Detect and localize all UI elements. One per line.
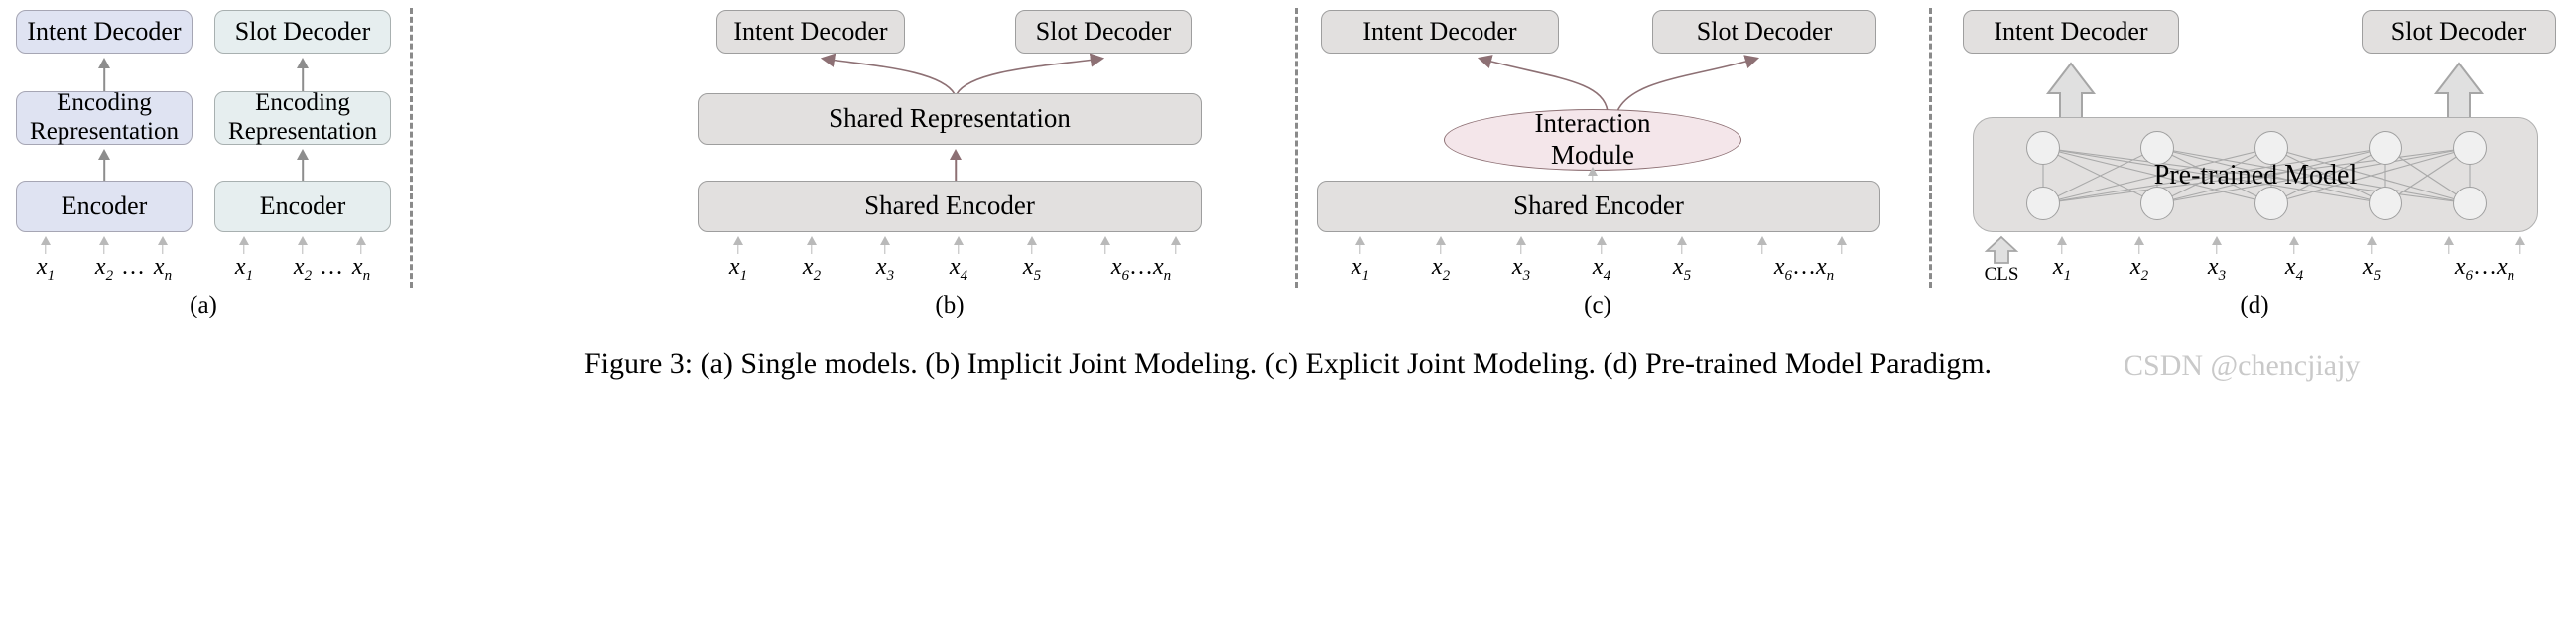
panel-d-pretrained-model-label: Pre-trained Model bbox=[2153, 160, 2358, 190]
panel-d-intent-decoder: Intent Decoder bbox=[1963, 10, 2179, 54]
panel-b-token-x3: x3 bbox=[875, 254, 895, 284]
panel-a-intent-token-xn: xn bbox=[153, 254, 173, 284]
panel-d-token-x2: x2 bbox=[2129, 254, 2149, 284]
panel-a-slot-encoding-representation: Encoding Representation bbox=[214, 89, 391, 145]
panel-b-token-x1: x1 bbox=[728, 254, 748, 284]
panel-a-intent-encoding-line2: Representation bbox=[30, 118, 179, 145]
panel-c-slot-decoder: Slot Decoder bbox=[1652, 10, 1876, 54]
panel-a-letter: (a) bbox=[190, 292, 217, 318]
panel-c-interaction-module: Interaction Module bbox=[1444, 108, 1741, 171]
panel-d-token-x4: x4 bbox=[2284, 254, 2304, 284]
panel-c-intent-decoder: Intent Decoder bbox=[1321, 10, 1559, 54]
panel-d-node-top-1 bbox=[2026, 131, 2060, 165]
panel-a-intent-token-x2: x2 bbox=[94, 254, 114, 284]
panel-a-intent-decoder: Intent Decoder bbox=[16, 10, 193, 54]
divider-a-b bbox=[410, 8, 413, 288]
panel-c-token-x1: x1 bbox=[1351, 254, 1370, 284]
panel-d-node-bottom-3 bbox=[2254, 187, 2288, 220]
panel-a-intent-token-x1: x1 bbox=[36, 254, 56, 284]
panel-c-slot-decoder-label: Slot Decoder bbox=[1696, 17, 1833, 47]
panel-c-interaction-module-line1: Interaction bbox=[1534, 108, 1651, 139]
panel-c-letter: (c) bbox=[1584, 292, 1611, 318]
panel-d-token-x5: x5 bbox=[2362, 254, 2382, 284]
panel-d-pretrained-model: Pre-trained Model bbox=[1973, 117, 2538, 232]
panel-b-token-x6-xn: x6…xn bbox=[1110, 254, 1172, 284]
divider-b-c bbox=[1295, 8, 1298, 288]
panel-a-intent-token-ellipsis: … bbox=[121, 254, 145, 280]
panel-d-node-top-2 bbox=[2140, 131, 2174, 165]
panel-c-shared-encoder-label: Shared Encoder bbox=[1513, 190, 1684, 221]
panel-a-intent-encoding-line1: Encoding bbox=[57, 89, 152, 117]
panel-a-slot-token-x2: x2 bbox=[293, 254, 313, 284]
panel-b-intent-decoder-label: Intent Decoder bbox=[733, 17, 888, 47]
panel-c-token-x3: x3 bbox=[1511, 254, 1531, 284]
panel-a-slot-token-x1: x1 bbox=[234, 254, 254, 284]
panel-d-letter: (d) bbox=[2240, 292, 2269, 318]
panel-b-shared-encoder-label: Shared Encoder bbox=[864, 190, 1035, 221]
panel-d-slot-decoder: Slot Decoder bbox=[2362, 10, 2556, 54]
panel-d-node-bottom-2 bbox=[2140, 187, 2174, 220]
panel-d-token-x6-xn: x6…xn bbox=[2454, 254, 2515, 284]
panel-c-intent-decoder-label: Intent Decoder bbox=[1362, 17, 1517, 47]
panel-c-token-x5: x5 bbox=[1672, 254, 1692, 284]
panel-c-token-x2: x2 bbox=[1431, 254, 1451, 284]
panel-c-shared-encoder: Shared Encoder bbox=[1317, 181, 1880, 232]
panel-d-node-bottom-5 bbox=[2453, 187, 2487, 220]
panel-b-token-x2: x2 bbox=[802, 254, 822, 284]
panel-a-slot-decoder-label: Slot Decoder bbox=[234, 17, 371, 47]
panel-b-intent-decoder: Intent Decoder bbox=[716, 10, 905, 54]
panel-b-token-x5: x5 bbox=[1022, 254, 1042, 284]
panel-d-slot-decoder-label: Slot Decoder bbox=[2390, 17, 2527, 47]
panel-d-intent-block-arrow-icon bbox=[2045, 62, 2097, 122]
panel-b-slot-decoder: Slot Decoder bbox=[1015, 10, 1192, 54]
panel-a-slot-encoding-line2: Representation bbox=[228, 118, 377, 145]
panel-c-token-x4: x4 bbox=[1592, 254, 1611, 284]
panel-d-node-top-3 bbox=[2254, 131, 2288, 165]
figure-caption: Figure 3: (a) Single models. (b) Implici… bbox=[583, 347, 1993, 380]
panel-b-slot-decoder-label: Slot Decoder bbox=[1035, 17, 1172, 47]
panel-b-fork-arrows bbox=[820, 53, 1105, 95]
panel-d-node-bottom-1 bbox=[2026, 187, 2060, 220]
panel-d-token-x3: x3 bbox=[2207, 254, 2227, 284]
divider-c-d bbox=[1929, 8, 1932, 288]
panel-d-node-top-4 bbox=[2369, 131, 2402, 165]
panel-a-slot-encoding-line1: Encoding bbox=[255, 89, 350, 117]
panel-d-slot-block-arrow-icon bbox=[2433, 62, 2485, 122]
panel-a-intent-encoding-representation: Encoding Representation bbox=[16, 89, 193, 145]
panel-b-letter: (b) bbox=[935, 292, 965, 318]
panel-d-node-bottom-4 bbox=[2369, 187, 2402, 220]
panel-a-slot-encoder: Encoder bbox=[214, 181, 391, 232]
panel-d-cls-block-arrow-icon bbox=[1984, 235, 2019, 264]
panel-a-intent-encoder: Encoder bbox=[16, 181, 193, 232]
panel-d-token-cls: CLS bbox=[1984, 264, 2019, 285]
panel-b-shared-representation: Shared Representation bbox=[698, 93, 1202, 145]
panel-a-slot-token-ellipsis: … bbox=[320, 254, 343, 280]
panel-b-token-x4: x4 bbox=[949, 254, 968, 284]
panel-a-slot-token-xn: xn bbox=[351, 254, 371, 284]
panel-a-slot-decoder: Slot Decoder bbox=[214, 10, 391, 54]
panel-d-node-top-5 bbox=[2453, 131, 2487, 165]
panel-d-intent-decoder-label: Intent Decoder bbox=[1994, 17, 2148, 47]
panel-b-shared-representation-label: Shared Representation bbox=[829, 103, 1071, 134]
watermark: CSDN @chencjiajy bbox=[2124, 349, 2361, 382]
panel-c-token-x6-xn: x6…xn bbox=[1773, 254, 1835, 284]
panel-b-shared-encoder: Shared Encoder bbox=[698, 181, 1202, 232]
panel-a-slot-encoder-label: Encoder bbox=[259, 191, 346, 221]
panel-a-intent-decoder-label: Intent Decoder bbox=[27, 17, 182, 47]
panel-a-intent-encoder-label: Encoder bbox=[61, 191, 148, 221]
panel-c-fork-arrows bbox=[1477, 55, 1760, 112]
panel-d-token-x1: x1 bbox=[2052, 254, 2072, 284]
